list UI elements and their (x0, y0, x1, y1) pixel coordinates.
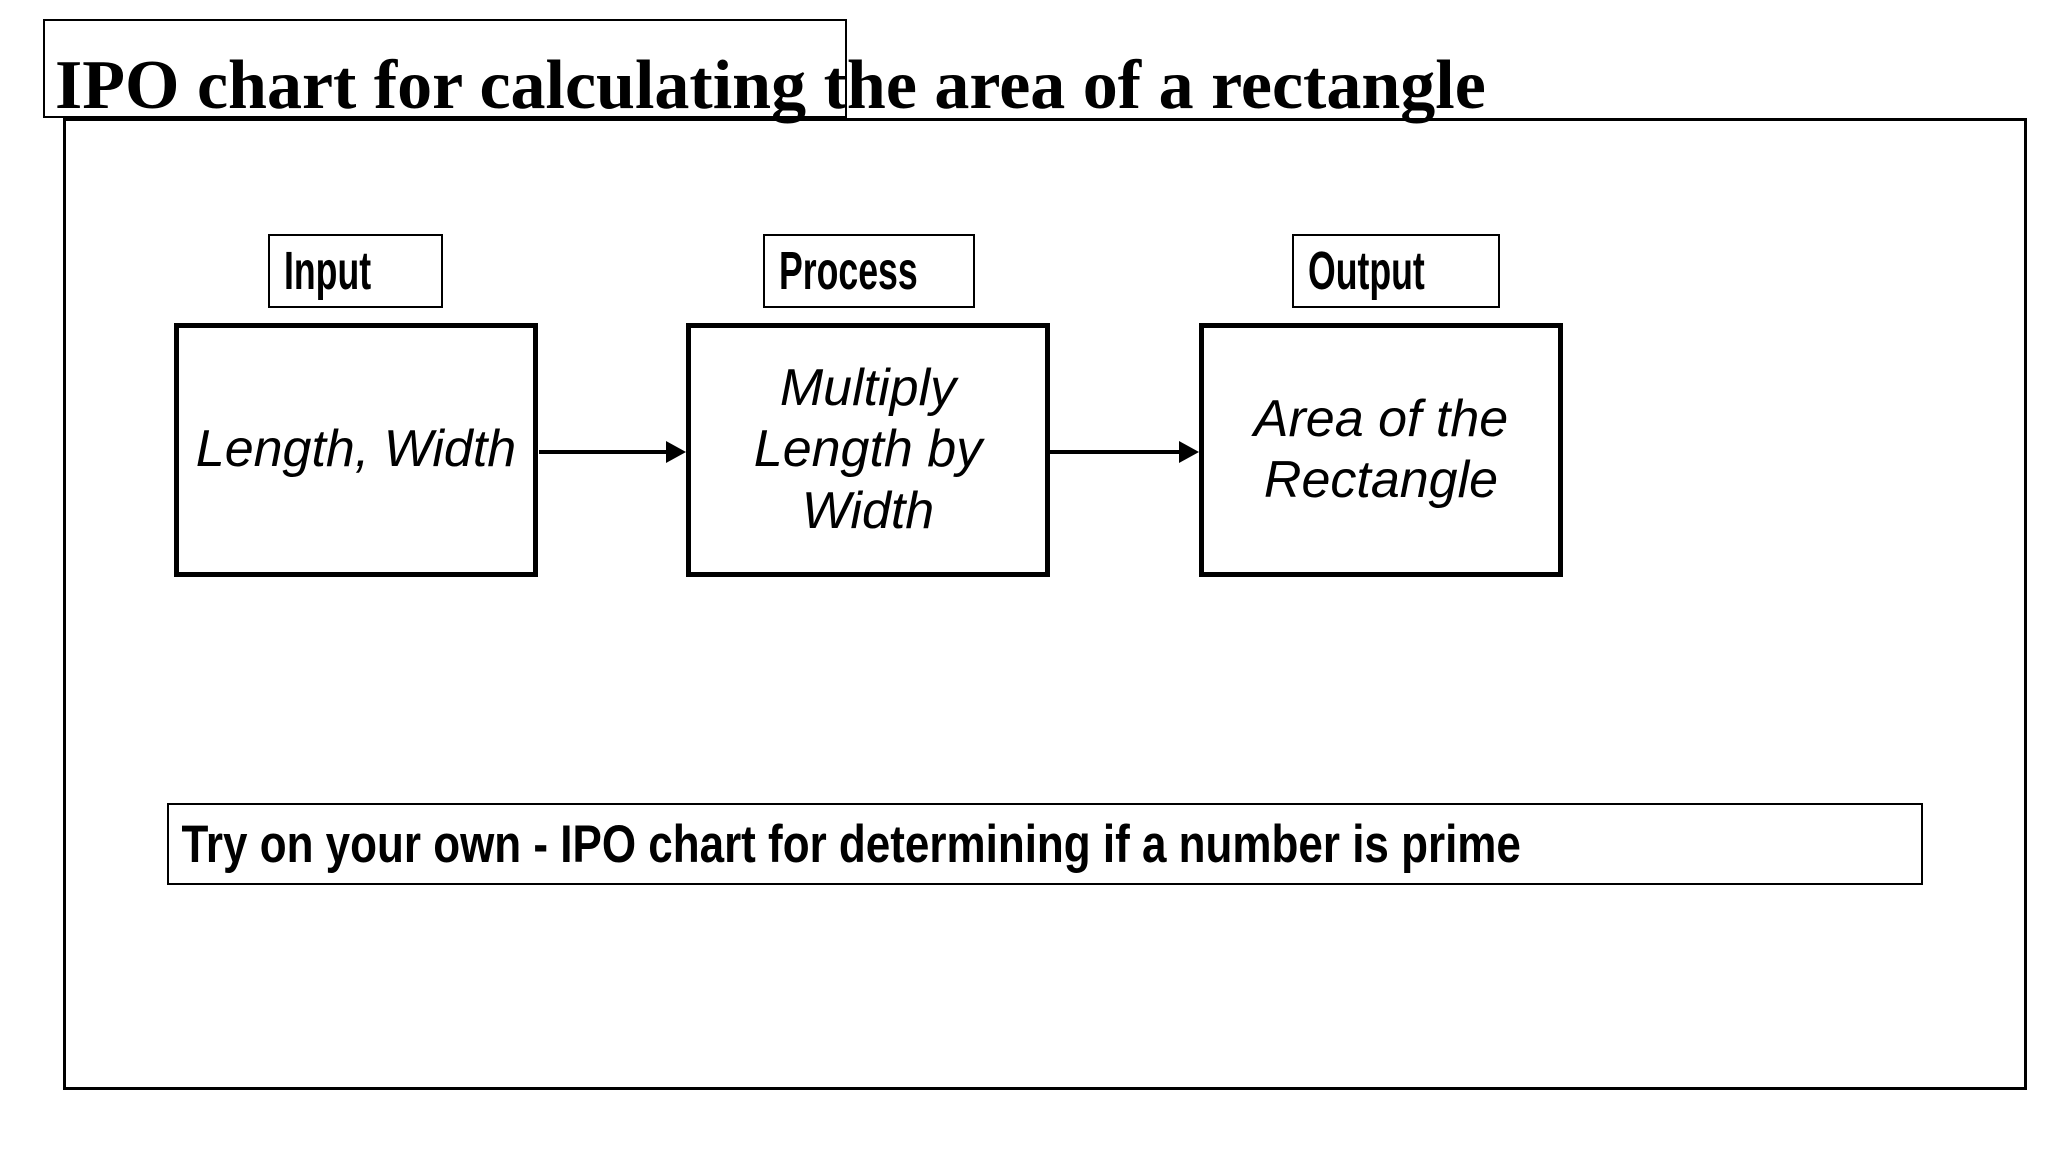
output-content: Area of the Rectangle (1253, 389, 1509, 509)
input-box: Length, Width (174, 323, 538, 577)
page-title: IPO chart for calculating the area of a … (55, 47, 1486, 124)
title-box (43, 19, 847, 118)
arrow-input-to-process-head-icon (666, 441, 686, 463)
output-box: Area of the Rectangle (1199, 323, 1563, 577)
input-content: Length, Width (195, 420, 517, 479)
output-label-box: Output (1292, 234, 1500, 308)
arrow-process-to-output-line (1050, 450, 1180, 454)
input-label-box: Input (268, 234, 443, 308)
process-label-box: Process (763, 234, 975, 308)
footer-note-box: Try on your own - IPO chart for determin… (167, 803, 1923, 885)
arrow-input-to-process-line (539, 450, 667, 454)
output-label: Output (1308, 241, 1425, 301)
process-box: Multiply Length by Width (686, 323, 1050, 577)
process-content: Multiply Length by Width (753, 358, 983, 540)
footer-note: Try on your own - IPO chart for determin… (181, 814, 1521, 874)
input-label: Input (284, 241, 372, 301)
process-label: Process (779, 241, 918, 301)
arrow-process-to-output-head-icon (1179, 441, 1199, 463)
